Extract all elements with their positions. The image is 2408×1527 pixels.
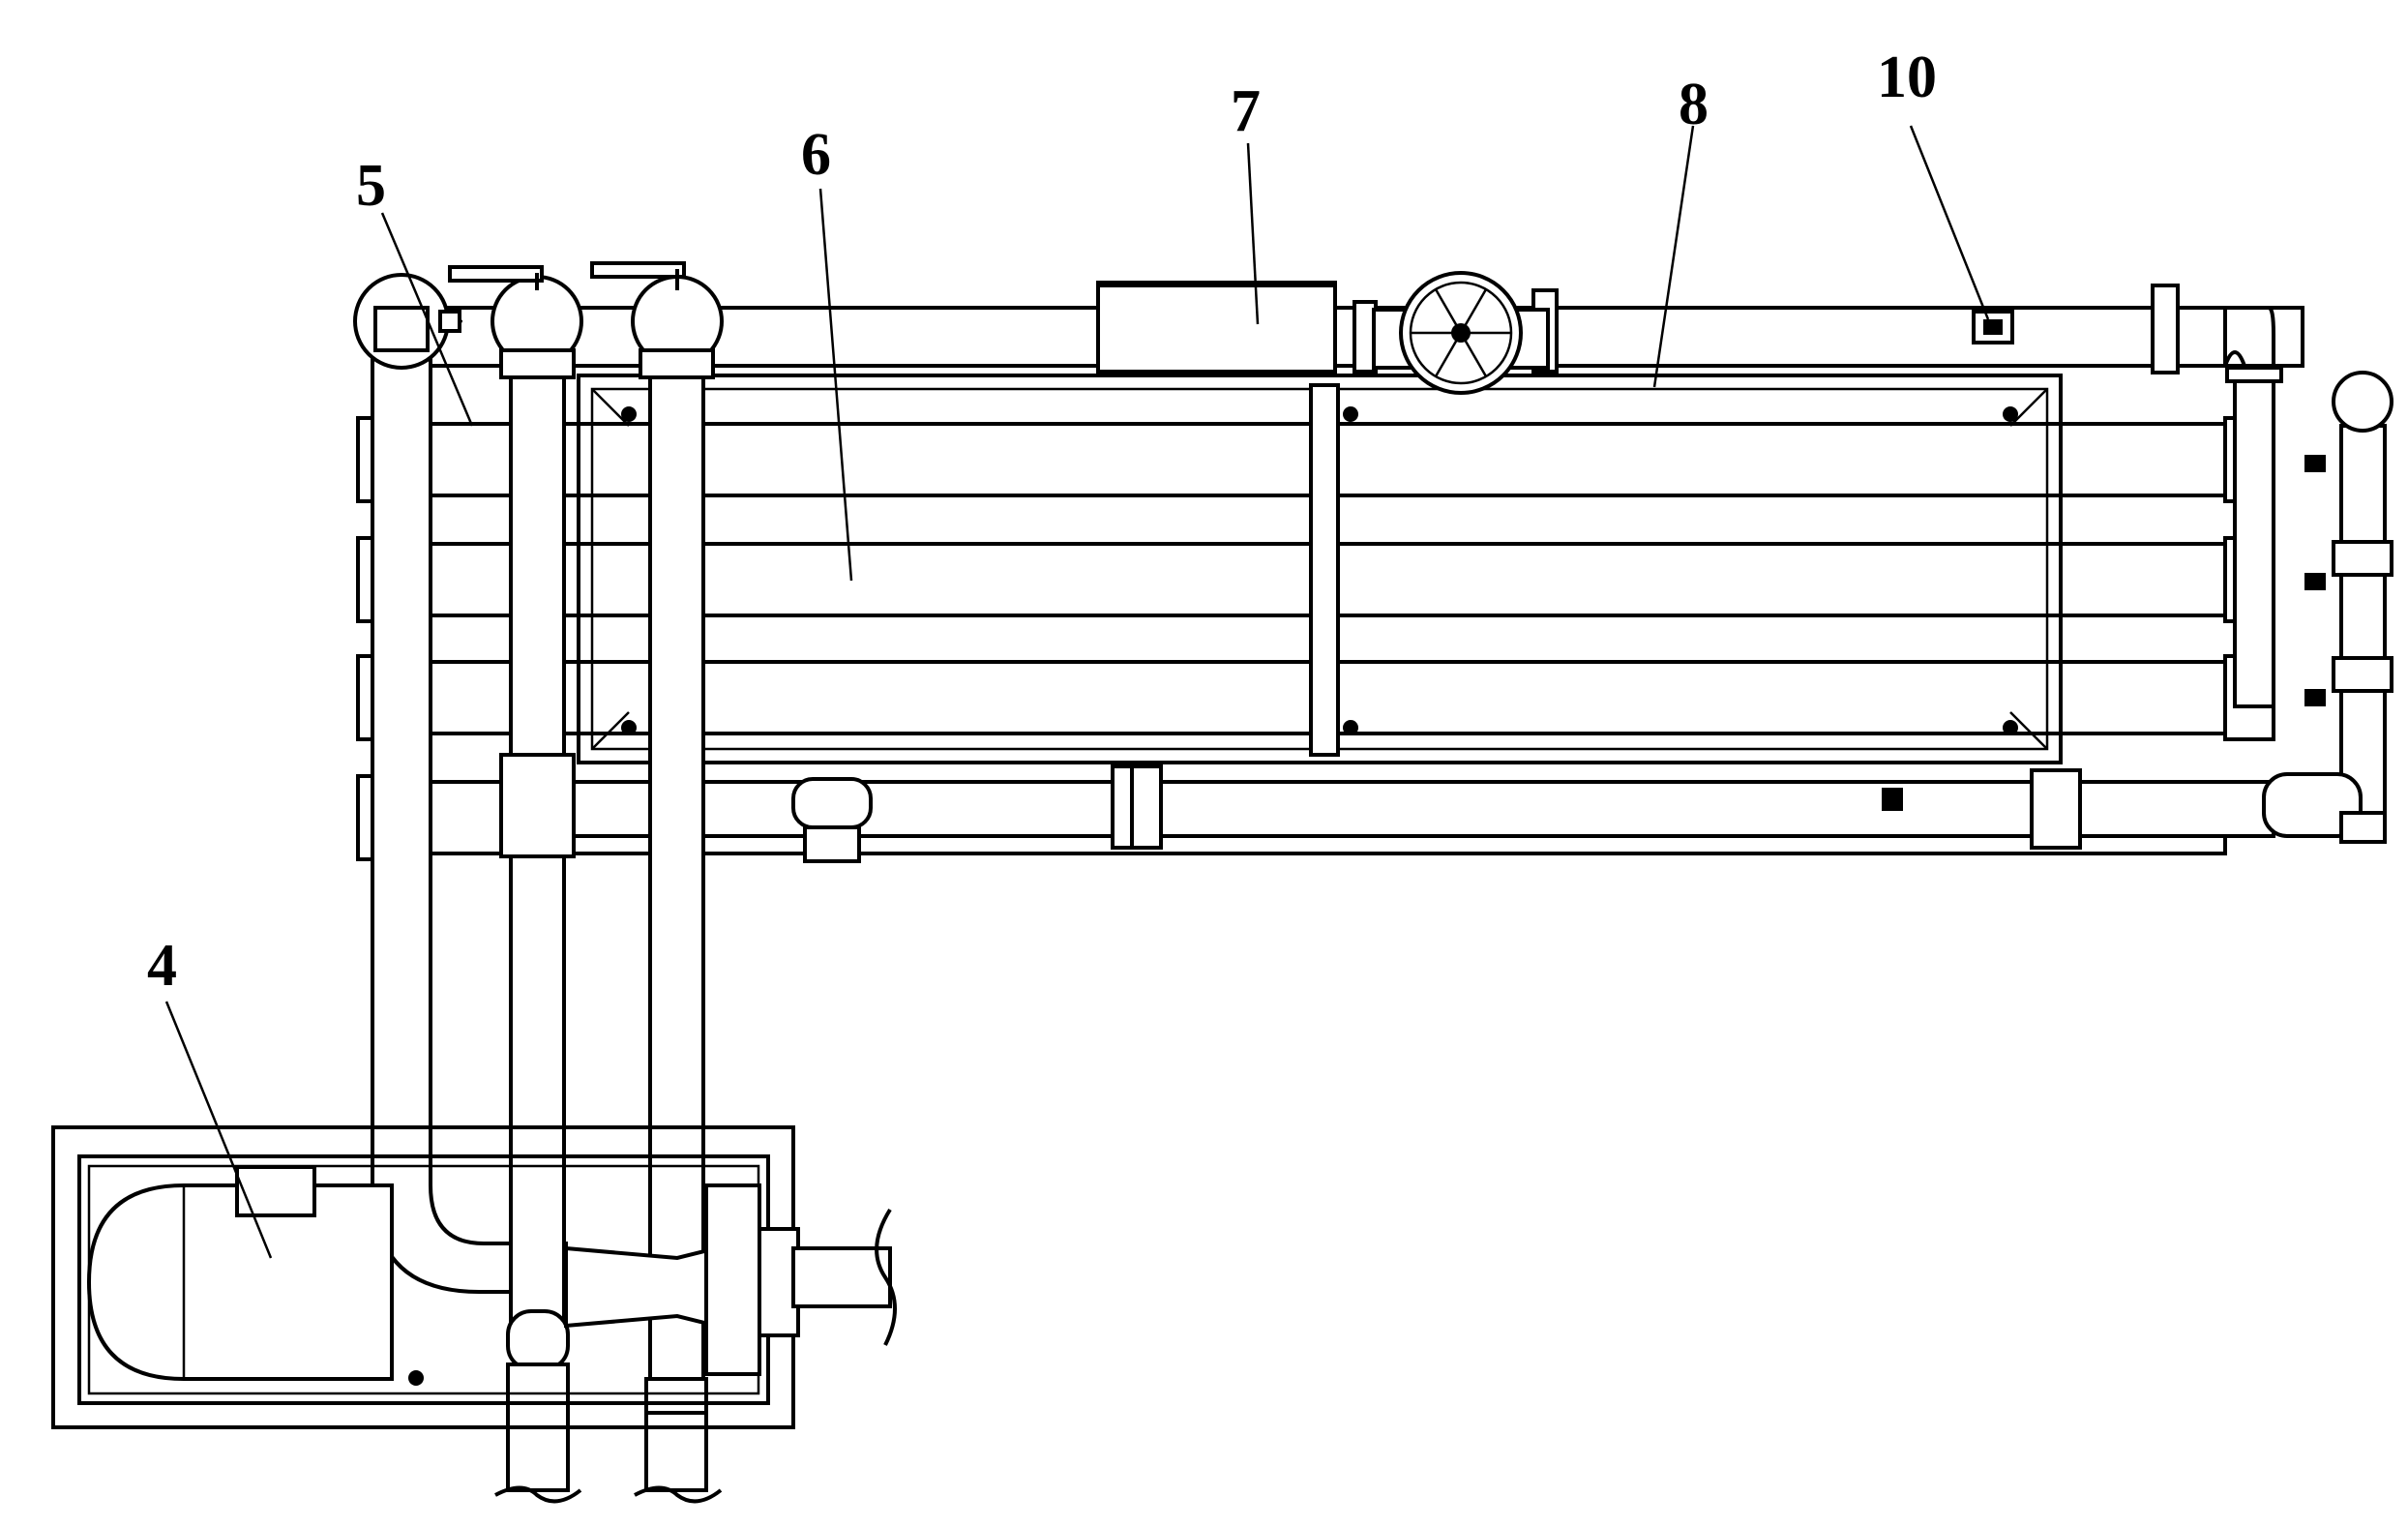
bottom-header-pipe	[569, 764, 2275, 863]
right-vertical-pipes	[2223, 306, 2393, 844]
cartridge-box-7	[1096, 281, 1337, 374]
label-8: 8	[1679, 72, 1709, 137]
label-5: 5	[356, 153, 386, 219]
label-6: 6	[801, 122, 831, 188]
pipe-break-marks	[494, 1485, 723, 1504]
pressure-gauge-10	[1972, 310, 2014, 344]
label-10: 10	[1877, 45, 1937, 110]
vertical-feed-pipes	[353, 261, 724, 1492]
pump-skid	[51, 1125, 897, 1429]
label-7: 7	[1231, 78, 1261, 144]
rack-frame	[577, 374, 2063, 764]
leader-lines	[164, 125, 1990, 1259]
handwheel-valve	[1372, 271, 1550, 395]
label-4: 4	[147, 933, 177, 999]
